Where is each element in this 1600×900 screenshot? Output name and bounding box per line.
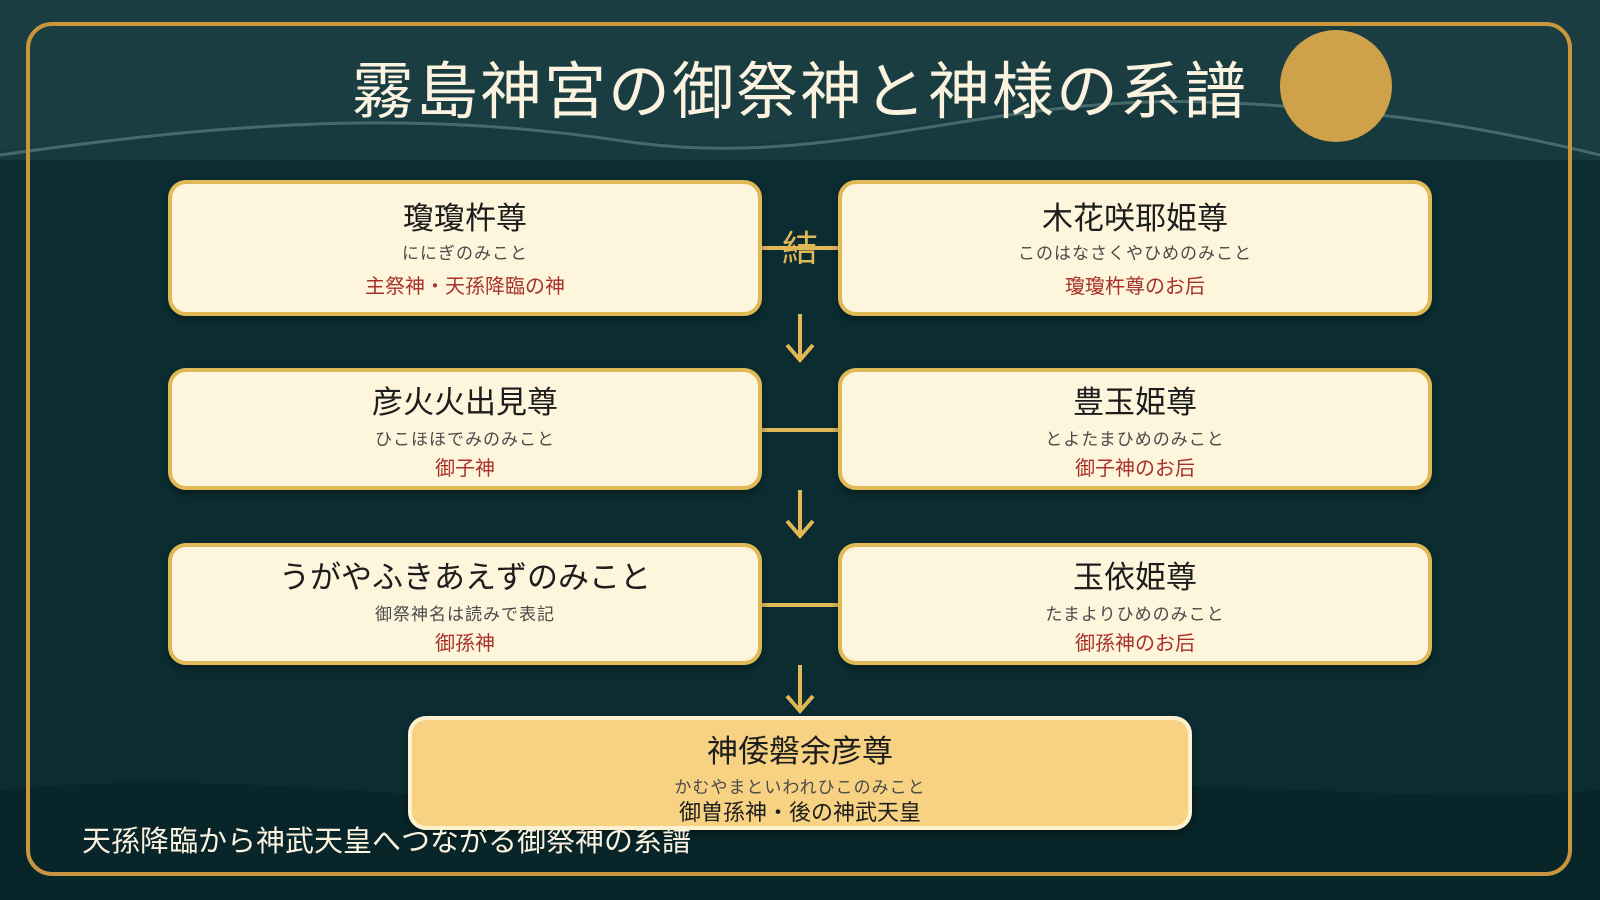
deity-name: 豊玉姫尊 bbox=[1073, 385, 1197, 421]
deity-card-konohanasakuya: 木花咲耶姫尊 このはなさくやひめのみこと 瓊瓊杵尊のお后 bbox=[838, 180, 1432, 316]
moon-icon bbox=[1280, 30, 1392, 142]
deity-reading: ににぎのみこと bbox=[402, 244, 528, 264]
page-title: 霧島神宮の御祭神と神様の系譜 bbox=[351, 55, 1248, 128]
deity-role: 御曽孫神・後の神武天皇 bbox=[678, 801, 921, 826]
deity-name: 玉依姫尊 bbox=[1073, 560, 1197, 596]
marriage-connector-3 bbox=[760, 603, 840, 607]
deity-reading: ひこほほでみのみこと bbox=[375, 430, 555, 450]
deity-reading: かむやまといわれひこのみこと bbox=[674, 778, 926, 798]
deity-role: 御孫神のお后 bbox=[1075, 631, 1195, 655]
deity-role: 御子神 bbox=[435, 456, 495, 480]
marriage-marker: 結 bbox=[781, 229, 818, 270]
marriage-connector-1 bbox=[760, 246, 840, 250]
deity-reading: 御祭神名は読みで表記 bbox=[375, 605, 555, 625]
deity-card-toyotama: 豊玉姫尊 とよたまひめのみこと 御子神のお后 bbox=[838, 368, 1432, 490]
deity-role: 御子神のお后 bbox=[1075, 456, 1195, 480]
deity-card-kamuyamatoiwarehiko: 神倭磐余彦尊 かむやまといわれひこのみこと 御曽孫神・後の神武天皇 bbox=[408, 716, 1192, 830]
deity-card-hikohohodemi: 彦火火出見尊 ひこほほでみのみこと 御子神 bbox=[168, 368, 762, 490]
descent-arrow-icon bbox=[785, 314, 815, 364]
descent-arrow-icon bbox=[785, 665, 815, 715]
deity-role: 瓊瓊杵尊のお后 bbox=[1065, 274, 1205, 298]
deity-role: 主祭神・天孫降臨の神 bbox=[365, 274, 565, 298]
deity-reading: このはなさくやひめのみこと bbox=[1018, 244, 1252, 264]
deity-name: 神倭磐余彦尊 bbox=[707, 734, 893, 770]
gold-frame bbox=[26, 22, 1572, 876]
marriage-connector-2 bbox=[760, 428, 840, 432]
deity-role: 御孫神 bbox=[435, 631, 495, 655]
deity-card-ninigi: 瓊瓊杵尊 ににぎのみこと 主祭神・天孫降臨の神 bbox=[168, 180, 762, 316]
deity-name: 瓊瓊杵尊 bbox=[403, 201, 527, 237]
deity-name: 彦火火出見尊 bbox=[372, 385, 558, 421]
deity-name: うがやふきあえずのみこと bbox=[279, 560, 651, 596]
deity-reading: たまよりひめのみこと bbox=[1045, 605, 1225, 625]
deity-name: 木花咲耶姫尊 bbox=[1042, 201, 1228, 237]
deity-card-ugayafukiaezu: うがやふきあえずのみこと 御祭神名は読みで表記 御孫神 bbox=[168, 543, 762, 665]
deity-card-tamayori: 玉依姫尊 たまよりひめのみこと 御孫神のお后 bbox=[838, 543, 1432, 665]
footer-caption: 天孫降臨から神武天皇へつながる御祭神の系譜 bbox=[82, 824, 692, 858]
descent-arrow-icon bbox=[785, 490, 815, 540]
deity-reading: とよたまひめのみこと bbox=[1045, 430, 1225, 450]
